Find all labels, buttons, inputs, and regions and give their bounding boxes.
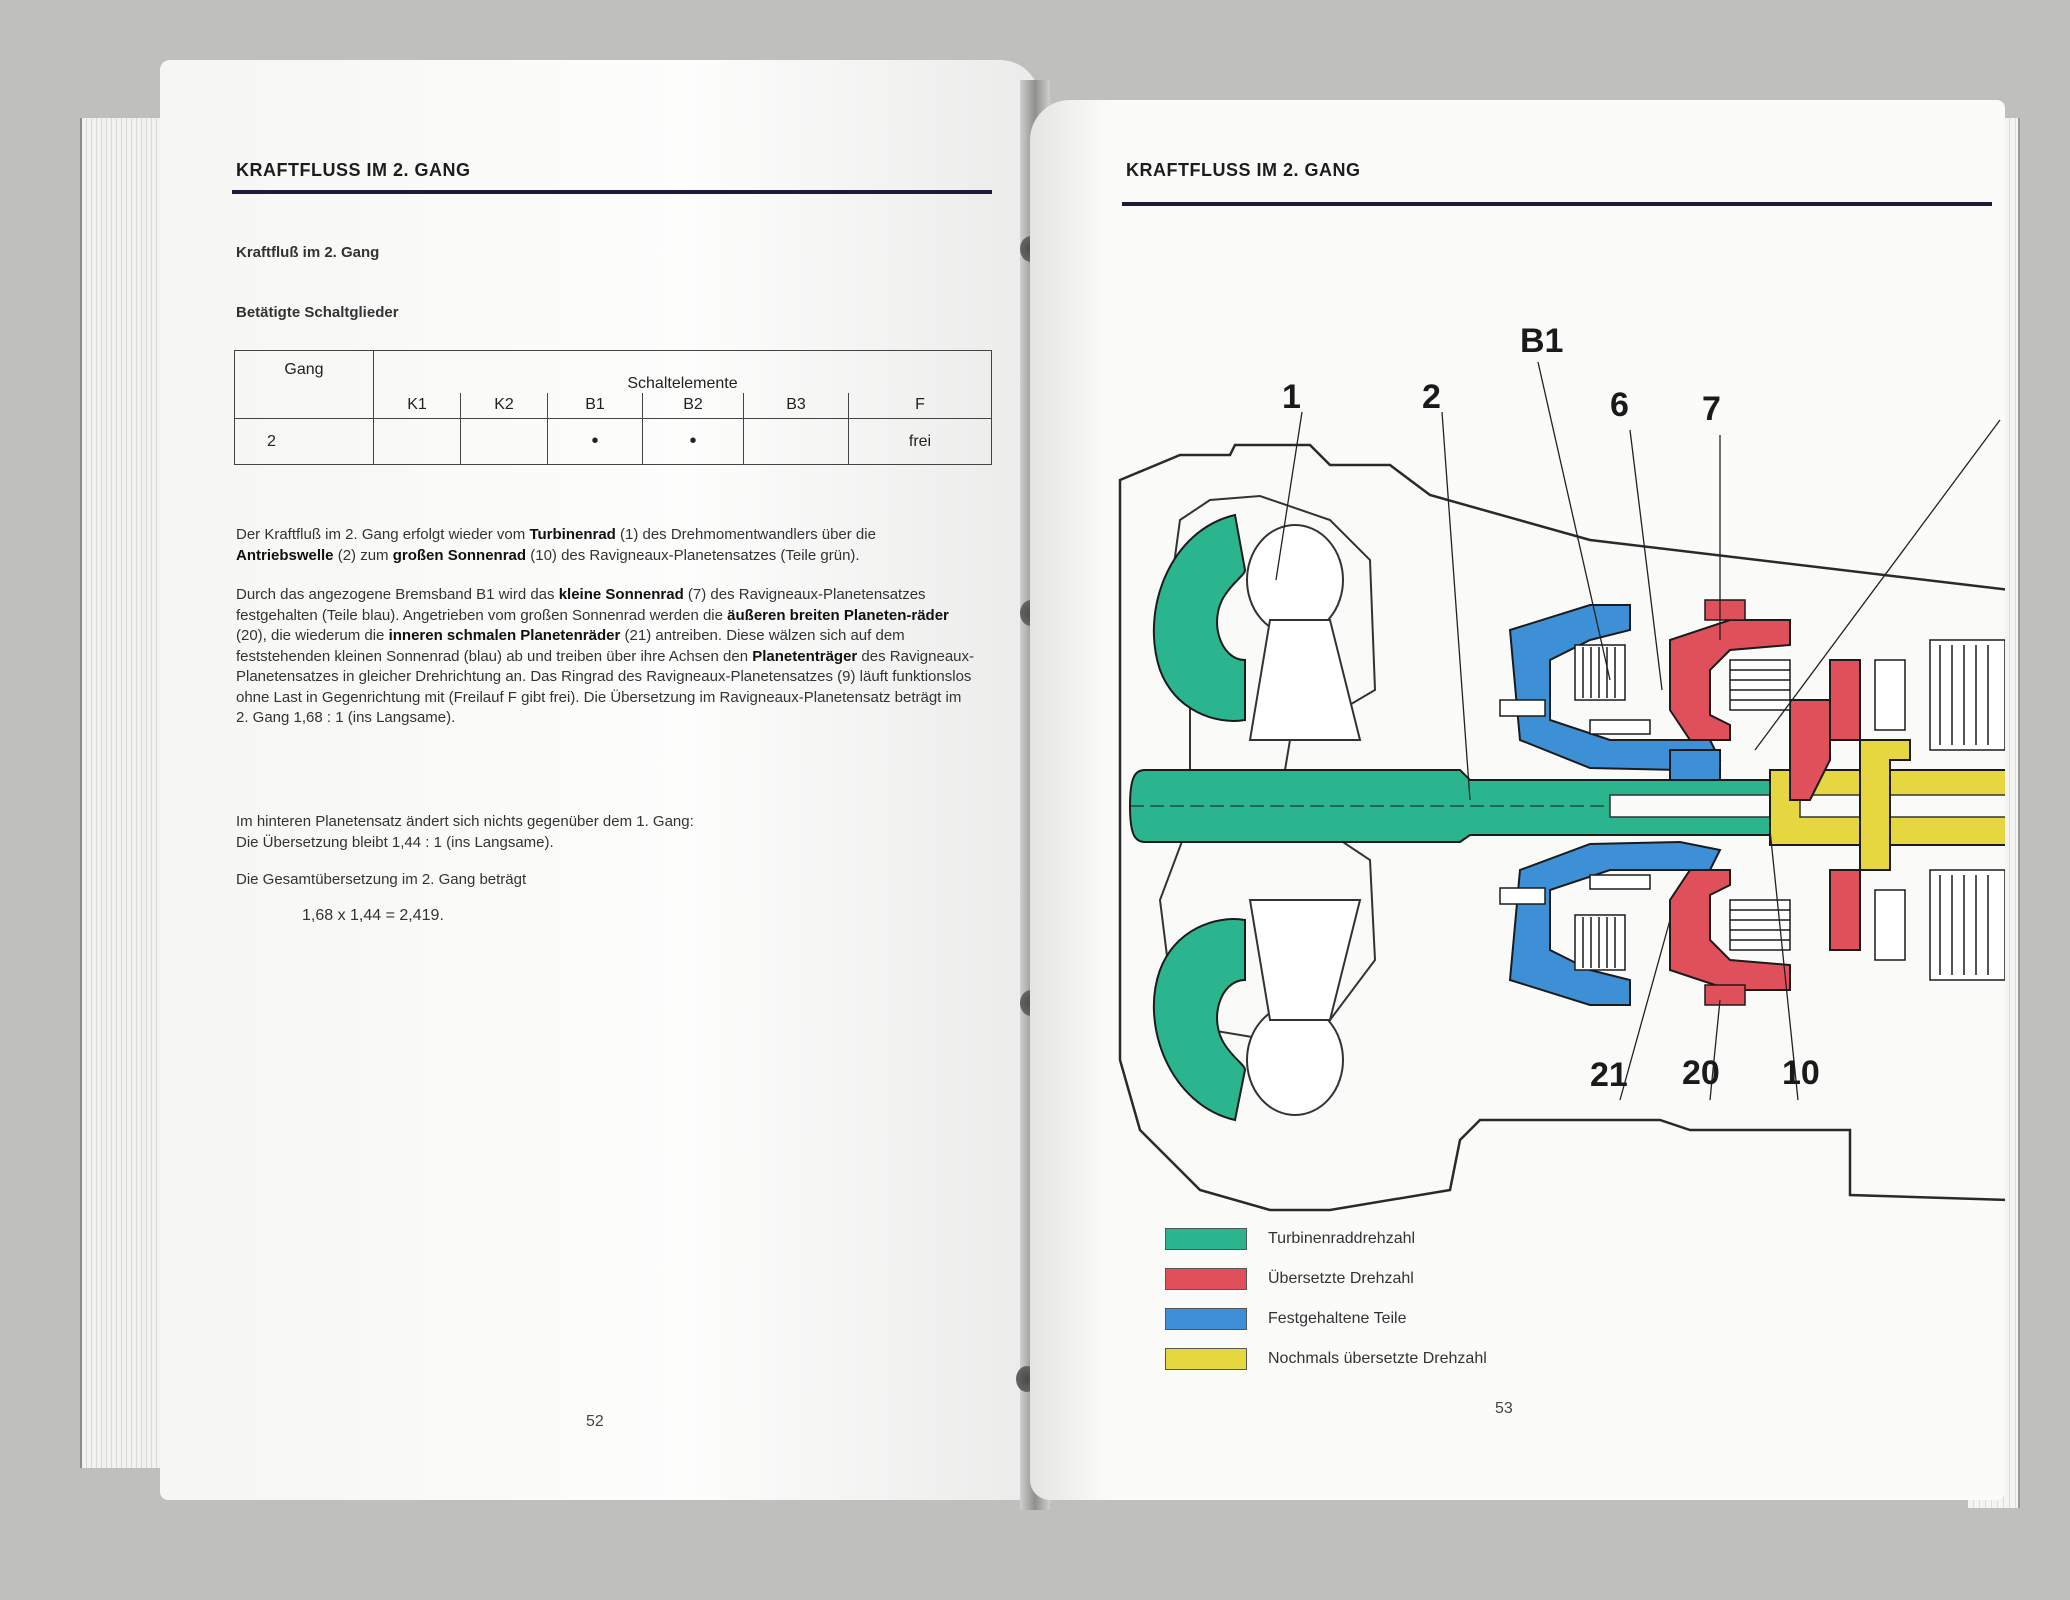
legend-swatch-yellow bbox=[1165, 1348, 1247, 1370]
cell-k2 bbox=[460, 418, 548, 465]
cell-b2: • bbox=[642, 418, 744, 465]
legend-swatch-green bbox=[1165, 1228, 1247, 1250]
left-section-title: Betätigte Schaltglieder bbox=[236, 304, 399, 321]
paragraph-3-line-1: Im hinteren Planetensatz ändert sich nic… bbox=[236, 813, 694, 830]
left-page-number: 52 bbox=[586, 1413, 604, 1430]
paragraph-3-line-2: Die Übersetzung bleibt 1,44 : 1 (ins Lan… bbox=[236, 833, 554, 851]
transmission-cross-section-diagram bbox=[1118, 361, 2005, 1212]
table-col-f: F bbox=[848, 392, 992, 419]
total-ratio-calc: 1,68 x 1,44 = 2,419. bbox=[302, 907, 444, 924]
right-page-header: KRAFTFLUSS IM 2. GANG bbox=[1126, 160, 1361, 180]
left-subtitle: Kraftfluß im 2. Gang bbox=[236, 244, 380, 261]
table-col-b2: B2 bbox=[642, 392, 744, 419]
diagram-label-1: 1 bbox=[1282, 378, 1301, 416]
table-col-b1: B1 bbox=[547, 392, 643, 419]
paragraph-1: Der Kraftfluß im 2. Gang erfolgt wieder … bbox=[236, 526, 876, 564]
diagram-label-6: 6 bbox=[1610, 386, 1629, 424]
legend-label-blue: Festgehaltene Teile bbox=[1268, 1310, 1407, 1327]
legend-label-yellow: Nochmals übersetzte Drehzahl bbox=[1268, 1350, 1487, 1367]
left-page: KRAFTFLUSS IM 2. GANG Kraftfluß im 2. Ga… bbox=[160, 60, 1040, 1500]
cell-f: frei bbox=[848, 418, 992, 465]
right-page-number: 53 bbox=[1495, 1400, 1513, 1417]
table-col-k2: K2 bbox=[460, 392, 548, 419]
left-page-header: KRAFTFLUSS IM 2. GANG bbox=[236, 160, 471, 180]
legend-label-red: Übersetzte Drehzahl bbox=[1268, 1270, 1414, 1287]
left-header-rule bbox=[232, 190, 992, 194]
diagram-label-b1: B1 bbox=[1520, 322, 1564, 360]
diagram-label-7: 7 bbox=[1702, 390, 1721, 428]
cell-k1 bbox=[373, 418, 461, 465]
right-header-rule bbox=[1122, 202, 1992, 206]
right-page: KRAFTFLUSS IM 2. GANG bbox=[1030, 100, 2005, 1500]
paragraph-2: Durch das angezogene Bremsband B1 wird d… bbox=[236, 586, 974, 726]
cell-b3 bbox=[743, 418, 849, 465]
diagram-label-2: 2 bbox=[1422, 378, 1441, 416]
legend-swatch-red bbox=[1165, 1268, 1247, 1290]
table-row: 2 • • frei bbox=[234, 418, 992, 465]
diagram-label-21: 21 bbox=[1590, 1056, 1628, 1094]
diagram-label-10: 10 bbox=[1782, 1054, 1820, 1092]
table-col-k1: K1 bbox=[373, 392, 461, 419]
cell-b1: • bbox=[547, 418, 643, 465]
schaltglieder-table: Gang Schaltelemente K1 K2 B1 B2 B3 F 2 •… bbox=[234, 350, 992, 465]
cell-gang: 2 bbox=[234, 418, 374, 465]
table-header-gang: Gang bbox=[234, 350, 374, 419]
paragraph-4: Die Gesamtübersetzung im 2. Gang beträgt bbox=[236, 871, 527, 888]
paragraph-3: Im hinteren Planetensatz ändert sich nic… bbox=[236, 812, 976, 853]
legend-swatch-blue bbox=[1165, 1308, 1247, 1330]
table-col-b3: B3 bbox=[743, 392, 849, 419]
diagram-label-20: 20 bbox=[1682, 1054, 1720, 1092]
legend-label-green: Turbinenraddrehzahl bbox=[1268, 1230, 1416, 1247]
table-header-group: Schaltelemente bbox=[373, 350, 992, 393]
